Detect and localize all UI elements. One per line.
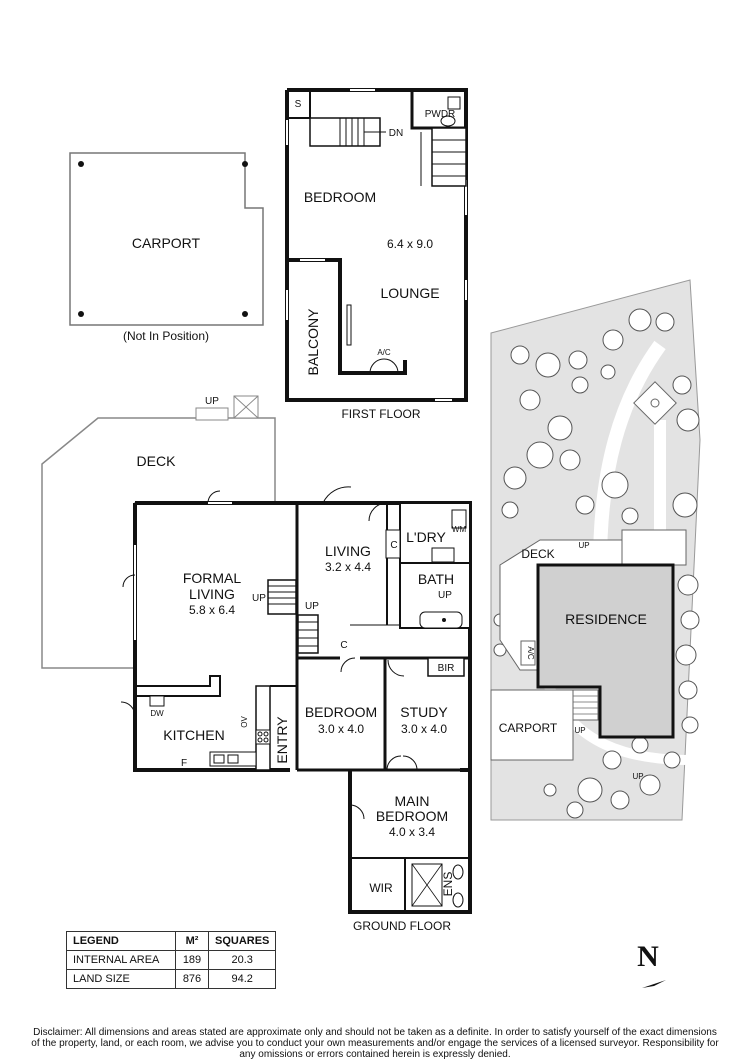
ff-lounge-label: LOUNGE (380, 285, 439, 301)
gf-cupboard-2-label: C (340, 640, 347, 651)
gf-wm-label: WM (452, 525, 467, 534)
legend-row: LAND SIZE 876 94.2 (66, 969, 277, 989)
north-arrow-icon: N (637, 940, 666, 988)
legend-row-squares: 94.2 (207, 969, 277, 989)
ff-down-label: DN (389, 128, 403, 139)
legend-row-m2: 876 (175, 969, 209, 989)
legend-row-label: LAND SIZE (66, 969, 176, 989)
ff-ac-label: A/C (377, 348, 391, 357)
gf-oven-label: OV (240, 716, 249, 728)
ground-floor-plan: UP DECK FORMAL LIVING 5.8 x 6.4 UP LIVIN… (41, 395, 472, 933)
gf-fridge-label: F (181, 758, 187, 769)
first-floor-title: FIRST FLOOR (341, 407, 420, 421)
gf-study-label: STUDY (400, 704, 448, 720)
gf-bath-label: BATH (418, 571, 454, 587)
gf-bir-label: BIR (438, 663, 455, 674)
legend-header-row: LEGEND M² SQUARES (66, 931, 277, 951)
legend-row-label: INTERNAL AREA (66, 950, 176, 970)
site-deck-label: DECK (521, 547, 554, 561)
gf-up-formal-label: UP (252, 593, 266, 604)
gf-main-bedroom-dim: 4.0 x 3.4 (389, 825, 435, 839)
first-floor-plan: S PWDR DN BEDROOM 6.4 x 9.0 LOUNGE BALCO… (285, 88, 468, 421)
ff-powder-label: PWDR (425, 109, 456, 120)
legend-row: INTERNAL AREA 189 20.3 (66, 950, 277, 970)
gf-formal-living-label-2: LIVING (189, 586, 235, 602)
gf-main-bedroom-label: MAIN (395, 793, 430, 809)
site-up-path-label: UP (632, 772, 643, 781)
legend-header-squares: SQUARES (207, 931, 277, 951)
gf-main-bedroom-label-2: BEDROOM (376, 808, 448, 824)
gf-up-living-label: UP (305, 601, 319, 612)
legend-row-m2: 189 (175, 950, 209, 970)
gf-deck-label: DECK (137, 453, 177, 469)
site-residence-label: RESIDENCE (565, 611, 647, 627)
gf-laundry-label: L'DRY (406, 529, 446, 545)
ff-bedroom-dim: 6.4 x 9.0 (387, 237, 433, 251)
gf-up-bath-label: UP (438, 590, 452, 601)
disclaimer-text: Disclaimer: All dimensions and areas sta… (31, 1027, 719, 1060)
ff-storage-label: S (295, 99, 302, 110)
gf-formal-living-label: FORMAL (183, 570, 242, 586)
site-ac-label: A/C (526, 646, 535, 660)
gf-bedroom-dim: 3.0 x 4.0 (318, 722, 364, 736)
gf-wir-label: WIR (369, 881, 393, 895)
carport-detached: CARPORT (69, 152, 264, 326)
gf-kitchen-label: KITCHEN (163, 727, 224, 743)
legend-header-legend: LEGEND (66, 931, 176, 951)
gf-cupboard-1-label: C (390, 540, 397, 551)
legend-header-m2: M² (175, 931, 209, 951)
gf-entry-label: ENTRY (274, 716, 290, 764)
not-in-position-note: (Not In Position) (123, 329, 209, 343)
gf-dw-label: DW (150, 709, 164, 718)
site-plan: DECK UP RESIDENCE A/C CARPORT UP UP (490, 279, 701, 821)
ff-bedroom-label: BEDROOM (304, 189, 376, 205)
ff-balcony-label: BALCONY (305, 308, 321, 376)
carport-label: CARPORT (132, 235, 201, 251)
site-carport-label: CARPORT (499, 721, 558, 735)
gf-ensuite-label: ENS (441, 872, 455, 897)
legend-table: LEGEND M² SQUARES INTERNAL AREA 189 20.3… (66, 931, 277, 989)
legend-row-squares: 20.3 (207, 950, 277, 970)
gf-formal-living-dim: 5.8 x 6.4 (189, 603, 235, 617)
gf-living-dim: 3.2 x 4.4 (325, 560, 371, 574)
gf-study-dim: 3.0 x 4.0 (401, 722, 447, 736)
site-up-deck-label: UP (578, 541, 589, 550)
ground-floor-title: GROUND FLOOR (353, 919, 451, 933)
site-up-carport-label: UP (574, 726, 585, 735)
north-label: N (637, 940, 659, 973)
gf-living-label: LIVING (325, 543, 371, 559)
gf-bedroom-label: BEDROOM (305, 704, 377, 720)
gf-up-deck-label: UP (205, 396, 219, 407)
